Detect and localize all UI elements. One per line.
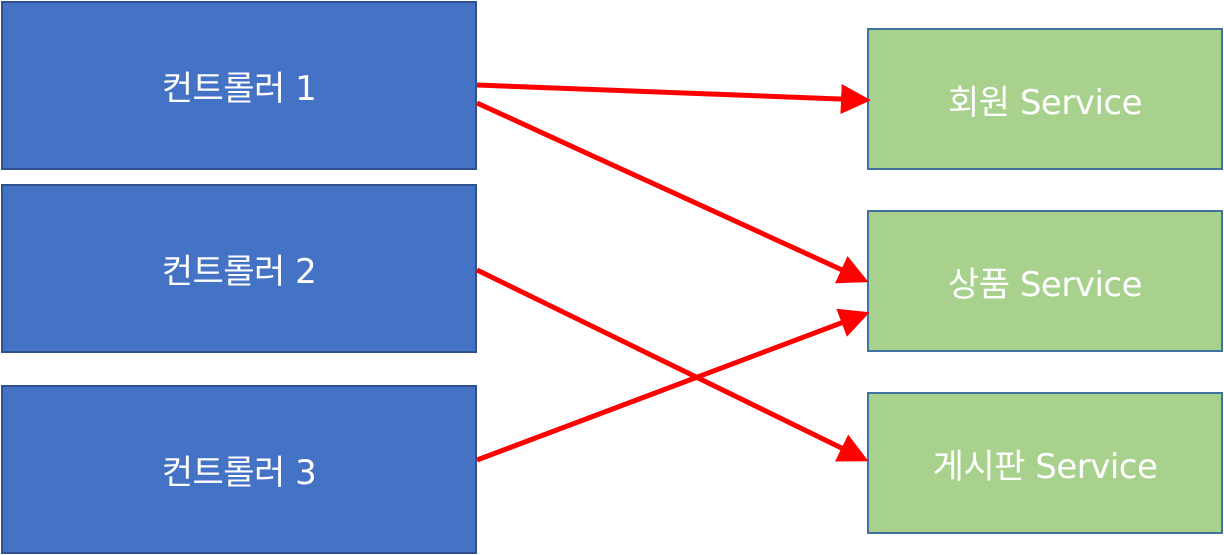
controller-box-1: 컨트롤러 1 [1, 1, 477, 170]
controller-box-3: 컨트롤러 3 [1, 385, 477, 554]
arrow-ctrl1-to-member-service [476, 82, 871, 115]
board-service-box: 게시판 Service [867, 392, 1223, 534]
arrow-ctrl2-to-board-service [475, 267, 869, 462]
controller-label-1: 컨트롤러 1 [161, 69, 317, 109]
product-service-box: 상품 Service [867, 210, 1223, 352]
arrow-ctrl3-to-product-service [476, 308, 870, 463]
member-service-label: 회원 Service [947, 82, 1143, 123]
arrow-ctrl1-to-product-service [475, 100, 869, 284]
controller-label-3: 컨트롤러 3 [161, 453, 317, 493]
controller-label-2: 컨트롤러 2 [161, 252, 317, 292]
board-service-label: 게시판 Service [932, 446, 1158, 487]
product-service-label: 상품 Service [947, 264, 1143, 305]
controller-box-2: 컨트롤러 2 [1, 184, 477, 353]
member-service-box: 회원 Service [867, 28, 1223, 170]
